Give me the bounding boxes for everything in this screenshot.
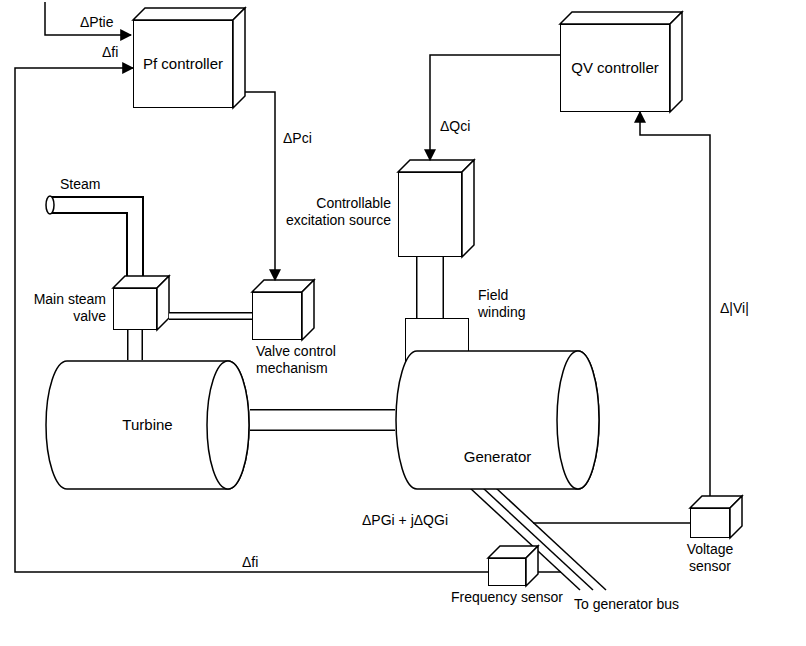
bus-line: [483, 488, 593, 590]
shaft-connector: [250, 420, 395, 421]
box-side-face: [730, 496, 742, 538]
diagram-label: ΔPtie: [78, 14, 115, 31]
diagram-label: Δfi: [100, 44, 120, 61]
excitation-box: Controllable excitation source: [398, 172, 462, 257]
node-label: Valve control mechanism: [256, 343, 356, 377]
signal-connector: [430, 55, 560, 160]
signal-connector: [15, 68, 488, 572]
steam-pipe: [50, 205, 135, 282]
node-label: Frequency sensor: [447, 589, 567, 606]
box-top-face: [560, 12, 682, 24]
steam-pipe-inner: [50, 205, 135, 282]
sensor-tap: [533, 522, 690, 524]
generator-outline: [395, 350, 600, 490]
bus-line: [470, 488, 580, 590]
node-label: Field winding: [478, 287, 548, 321]
connector-outer: [169, 312, 252, 320]
signal-label: Δfi: [240, 554, 260, 571]
cylinder-body: [396, 351, 599, 489]
signal-connector: [640, 112, 710, 496]
connector-inner: [250, 411, 395, 430]
sensor-box: Voltage sensor: [690, 508, 730, 538]
signal-label: ΔPci: [281, 130, 314, 147]
box-side-face: [233, 8, 245, 108]
pipe-mouth: [46, 196, 54, 214]
diagram-label: To generator bus: [572, 596, 681, 613]
cylinder-end: [207, 361, 249, 489]
connector-line: [15, 68, 488, 572]
connector-line: [245, 92, 275, 280]
shaft-connector: [135, 330, 136, 360]
controller-box: QV controller: [560, 24, 670, 112]
box-top-face: [133, 8, 245, 20]
signal-line: [45, 2, 131, 35]
sensor-tap: [538, 571, 561, 573]
signal-label: Δ|Vi|: [718, 300, 751, 317]
node-label: Main steam valve: [26, 291, 106, 325]
sensor-box: Frequency sensor: [488, 558, 526, 586]
node-label: Controllable excitation source: [283, 195, 391, 229]
connector-line: [640, 112, 710, 496]
box-side-face: [302, 280, 314, 340]
steam-valve: Main steam valve: [113, 288, 157, 330]
valve-mechanism: Valve control mechanism: [252, 292, 302, 340]
turbine: Turbine: [45, 360, 250, 490]
node-label: QV controller: [567, 59, 663, 77]
connector-inner: [169, 314, 252, 319]
box-side-face: [670, 12, 682, 112]
diagram-label: Steam: [58, 176, 102, 193]
signal-label: ΔQci: [438, 118, 472, 135]
connector-inner: [418, 257, 443, 318]
cylinder-end: [557, 351, 599, 489]
generator: Generator: [395, 350, 600, 490]
diagram-label: ΔPGi + jΔQGi: [360, 512, 450, 529]
signal-connector: [245, 92, 275, 280]
cylinder-body: [46, 361, 249, 489]
box-side-face: [526, 546, 538, 586]
node-label: Voltage sensor: [675, 541, 745, 575]
connector-outer: [416, 257, 444, 318]
box-top-face: [398, 160, 474, 172]
node-label: Turbine: [118, 416, 176, 434]
shaft-connector: [169, 316, 252, 317]
connector-inner: [129, 330, 142, 360]
controller-box: Pf controller: [133, 20, 233, 108]
connector-line: [430, 55, 560, 160]
connector-outer: [127, 330, 143, 360]
node-label: Pf controller: [139, 55, 227, 73]
box-side-face: [157, 276, 169, 330]
connector-outer: [250, 409, 395, 431]
shaft-connector: [430, 257, 431, 318]
box-side-face: [462, 160, 474, 257]
node-label: Generator: [460, 448, 536, 466]
